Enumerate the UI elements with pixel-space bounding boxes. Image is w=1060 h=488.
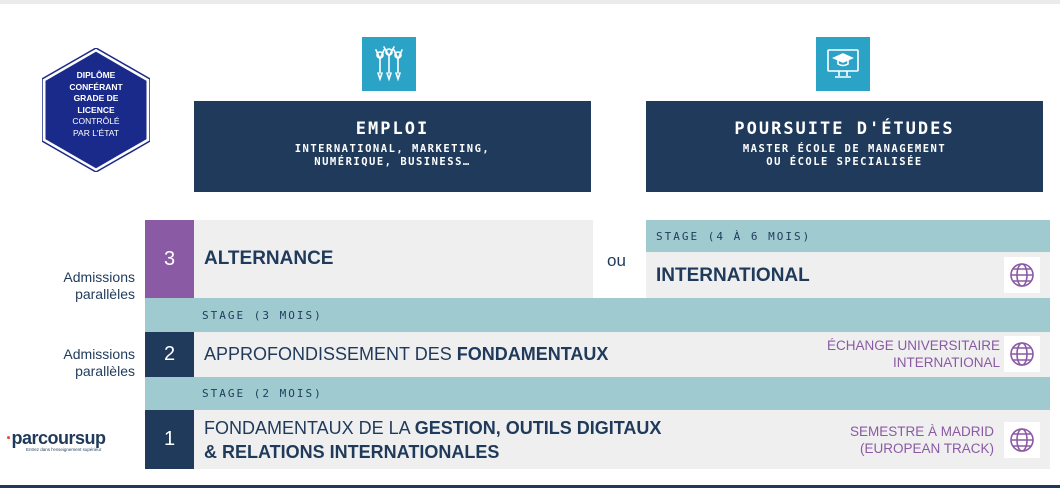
stage-3-mois-bar: STAGE (3 MOIS) (145, 298, 1050, 332)
stage-2-mois-bar: STAGE (2 MOIS) (145, 377, 1050, 410)
stage-4-6-bar: STAGE (4 À 6 MOIS) (646, 220, 1050, 252)
year-3-number: 3 (145, 220, 194, 298)
international-box: INTERNATIONAL (646, 252, 1050, 298)
emploi-subtitle-2: NUMÉRIQUE, BUSINESS… (314, 156, 471, 168)
emploi-title: EMPLOI (355, 119, 430, 139)
people-celebrating-icon (362, 37, 416, 91)
fondamentaux-box: FONDAMENTAUX DE LA GESTION, OUTILS DIGIT… (194, 410, 1050, 469)
top-divider (0, 0, 1060, 4)
fondamentaux-label: FONDAMENTAUX DE LA GESTION, OUTILS DIGIT… (204, 418, 662, 462)
globe-icon (1004, 336, 1040, 372)
stage-2-mois-label: STAGE (2 MOIS) (202, 387, 323, 400)
stage-3-mois-label: STAGE (3 MOIS) (202, 309, 323, 322)
approfondissement-label: APPROFONDISSEMENT DES FONDAMENTAUX (204, 344, 609, 364)
echange-label: ÉCHANGE UNIVERSITAIRE INTERNATIONAL (826, 338, 1000, 370)
poursuite-header: POURSUITE D'ÉTUDES MASTER ÉCOLE DE MANAG… (646, 101, 1043, 192)
parcoursup-tagline: Entrez dans l'enseignement supérieur (26, 447, 102, 452)
globe-icon (1004, 422, 1040, 458)
emploi-header: EMPLOI INTERNATIONAL, MARKETING, NUMÉRIQ… (194, 101, 591, 192)
online-graduation-icon (816, 37, 870, 91)
badge-line5: CONTRÔLÉ (72, 116, 120, 126)
madrid-label: SEMESTRE À MADRID (EUROPEAN TRACK) (849, 424, 994, 456)
poursuite-subtitle-2: OU ÉCOLE SPECIALISÉE (766, 156, 923, 168)
international-label: INTERNATIONAL (656, 265, 810, 286)
globe-icon (1004, 257, 1040, 293)
or-label: ou (607, 251, 626, 270)
bottom-divider (0, 485, 1060, 488)
alternance-box: ALTERNANCE (194, 220, 593, 298)
emploi-subtitle-1: INTERNATIONAL, MARKETING, (294, 143, 491, 155)
alternance-label: ALTERNANCE (204, 248, 334, 269)
year-2-number: 2 (145, 332, 194, 377)
licence-badge: DIPLÔME CONFÉRANT GRADE DE LICENCE CONTR… (41, 47, 151, 173)
year-1-number: 1 (145, 410, 194, 469)
admissions-label-year2: Admissions parallèles (63, 346, 135, 379)
badge-line1: DIPLÔME (76, 70, 116, 80)
approfondissement-box: APPROFONDISSEMENT DES FONDAMENTAUX ÉCHAN… (194, 332, 1050, 377)
parcoursup-logo: ·parcoursup Entrez dans l'enseignement s… (6, 428, 131, 452)
admissions-label-year3: Admissions parallèles (63, 269, 135, 302)
badge-line4: LICENCE (77, 104, 115, 115)
poursuite-title: POURSUITE D'ÉTUDES (734, 119, 955, 139)
stage-4-6-label: STAGE (4 À 6 MOIS) (656, 230, 812, 243)
badge-line3: GRADE DE (73, 93, 119, 103)
badge-line6: PAR L'ÉTAT (72, 127, 120, 138)
poursuite-subtitle-1: MASTER ÉCOLE DE MANAGEMENT (742, 143, 947, 155)
parcoursup-wordmark: ·parcoursup (6, 428, 106, 448)
badge-line2: CONFÉRANT (69, 81, 123, 92)
